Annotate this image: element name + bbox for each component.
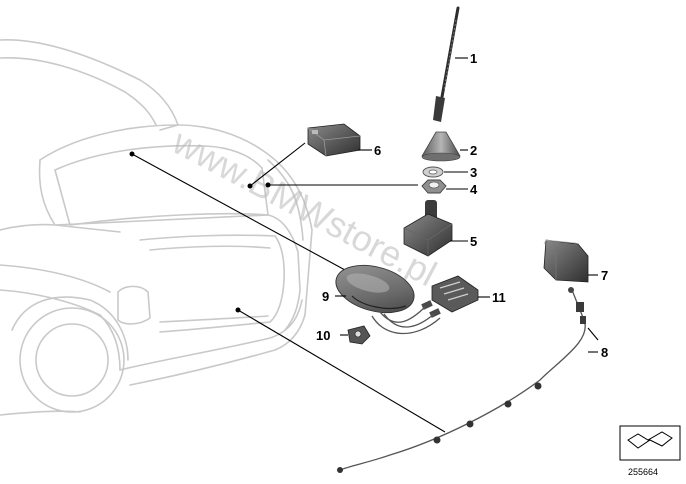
part-nut — [421, 179, 447, 194]
part-shark-fin — [335, 264, 415, 314]
callout-9: 9 — [322, 289, 329, 304]
part-washer — [422, 166, 444, 178]
arrow-icon — [627, 431, 673, 449]
part-amplifier — [307, 123, 361, 157]
reference-box: 255664 — [619, 425, 681, 477]
callout-8: 8 — [601, 345, 608, 360]
callout-4: 4 — [470, 182, 478, 197]
callout-11: 11 — [492, 290, 506, 305]
leader-lines — [129, 142, 446, 433]
reference-number: 255664 — [628, 467, 658, 477]
part-bracket — [347, 325, 371, 345]
part-control-module — [543, 239, 589, 283]
callout-5: 5 — [470, 234, 477, 249]
car-outline — [0, 39, 313, 416]
part-antenna-cable — [337, 287, 586, 473]
callout-6: 6 — [374, 143, 381, 158]
callout-10: 10 — [316, 328, 330, 343]
callout-7: 7 — [601, 268, 608, 283]
part-antenna-base — [421, 131, 461, 162]
callout-3: 3 — [470, 165, 477, 180]
watermark-text: www.BMWstore.pl — [165, 120, 443, 294]
part-rod-antenna — [433, 6, 460, 122]
part-antenna-module — [403, 200, 453, 257]
callout-1: 1 — [470, 51, 477, 66]
callout-2: 2 — [470, 143, 477, 158]
cable-bundle — [371, 305, 441, 335]
